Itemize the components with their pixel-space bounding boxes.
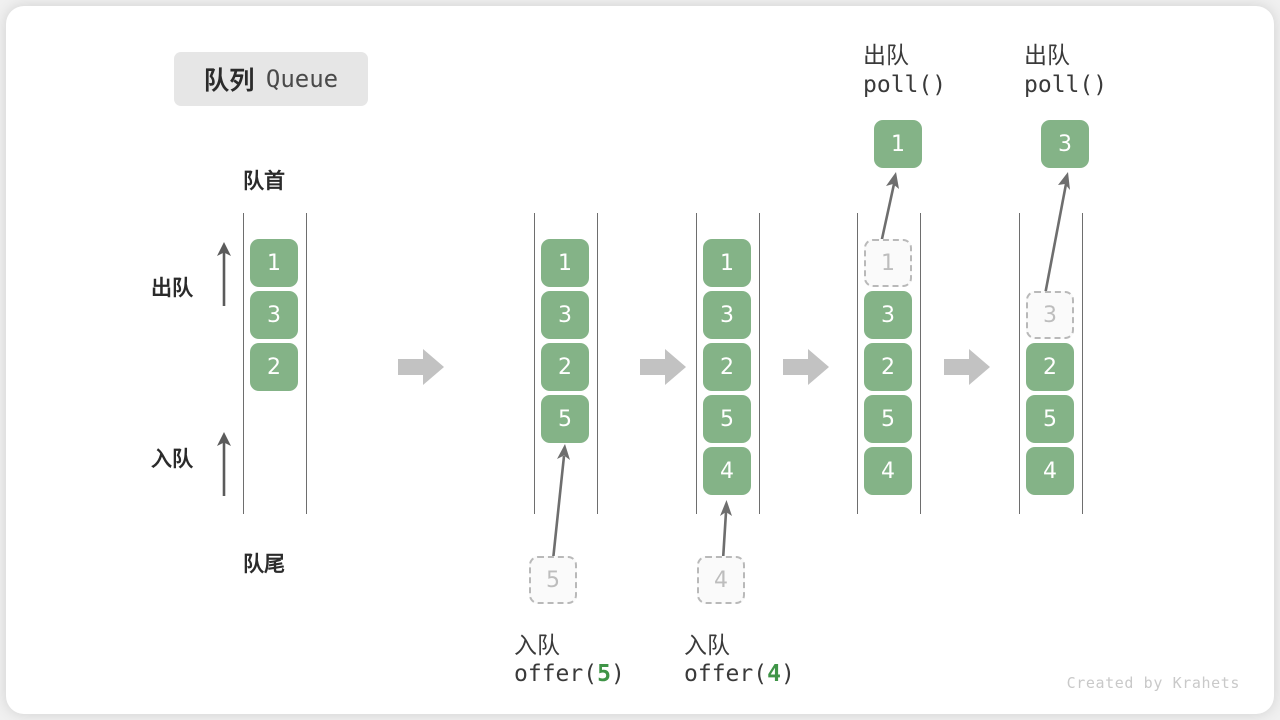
queue-rail-5 [1019,213,1083,514]
queue-cell: 1 [703,239,751,287]
queue-cell: 2 [1026,343,1074,391]
offer-5-fn-label: offer(5) [514,661,625,687]
offer-4-fn-arg: 4 [767,661,781,687]
queue-cell: 3 [864,291,912,339]
poll-1-arrow-icon [878,172,899,249]
offer-5-fn-arg: 5 [597,661,611,687]
queue-cell: 2 [250,343,298,391]
queue-rail-3 [696,213,760,514]
queue-cell: 1 [541,239,589,287]
queue-cell: 4 [1026,447,1074,495]
queue-cell: 4 [703,447,751,495]
outgoing-cell: 1 [874,120,922,168]
queue-cell: 1 [250,239,298,287]
queue-cell: 3 [703,291,751,339]
queue-cell: 3 [250,291,298,339]
outgoing-cell: 3 [1041,120,1089,168]
title-badge: 队列 Queue [174,52,368,106]
queue-cell: 5 [541,395,589,443]
step-arrow-icon [783,349,829,385]
enqueue-5-arrow-icon [551,444,570,561]
offer-4-fn-pre: offer( [684,661,768,687]
incoming-ghost-cell: 4 [697,556,745,604]
queue-cell: 2 [541,343,589,391]
dequeue-label: 出队 [151,276,193,300]
queue-rail-4 [857,213,921,514]
queue-rail-1 [243,213,307,514]
incoming-ghost-cell: 5 [529,556,577,604]
head-label: 队首 [243,169,285,193]
offer-4-fn-label: offer(4) [684,661,795,687]
offer-5-fn-pre: offer( [514,661,598,687]
queue-cell: 5 [1026,395,1074,443]
offer-5-fn-post: ) [610,661,625,687]
queue-cell: 4 [864,447,912,495]
queue-rail-2 [534,213,598,514]
step-arrow-icon [398,349,444,385]
watermark-credit: Created by Krahets [1066,674,1240,692]
enqueue-4-arrow-icon [720,500,732,561]
title-en: Queue [265,65,339,93]
diagram-card: 队列 Queue 队首 队尾 出队 入队 1 3 2 1 3 2 [6,6,1274,714]
poll-2-zh-label: 出队 [1024,43,1070,69]
poll-2-arrow-icon [1042,172,1070,301]
queue-cell: 2 [703,343,751,391]
step-arrow-icon [944,349,990,385]
dequeue-arrow-icon [217,242,231,306]
queue-cell: 5 [703,395,751,443]
tail-label: 队尾 [243,552,285,576]
queue-cell: 5 [864,395,912,443]
enqueue-arrow-icon [217,432,231,496]
title-zh: 队列 [203,66,255,95]
offer-4-fn-post: ) [780,661,795,687]
enqueue-label: 入队 [151,447,193,471]
offer-5-zh-label: 入队 [514,633,560,659]
removed-ghost-cell: 1 [864,239,912,287]
removed-ghost-cell: 3 [1026,291,1074,339]
queue-cell: 3 [541,291,589,339]
offer-4-zh-label: 入队 [684,633,730,659]
poll-1-zh-label: 出队 [863,43,909,69]
poll-2-fn-label: poll() [1024,72,1108,98]
queue-cell: 2 [864,343,912,391]
poll-1-fn-label: poll() [863,72,947,98]
step-arrow-icon [640,349,686,385]
